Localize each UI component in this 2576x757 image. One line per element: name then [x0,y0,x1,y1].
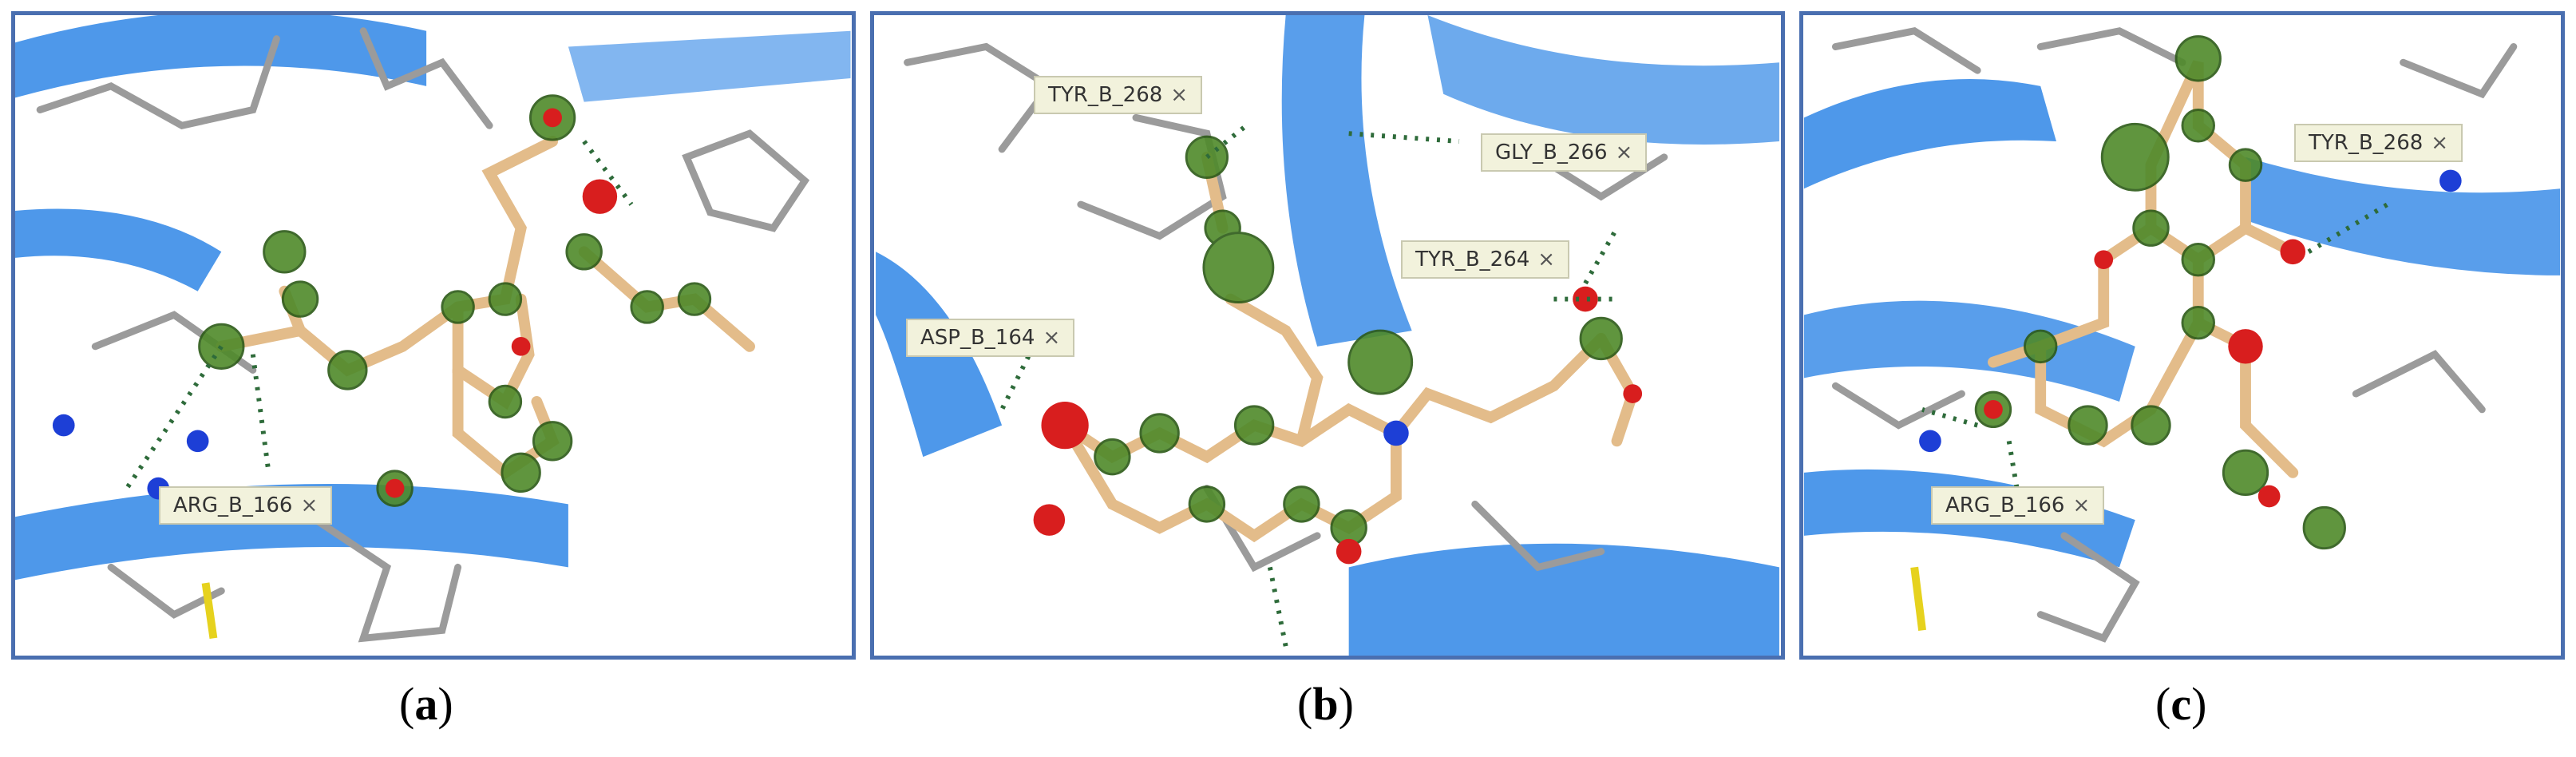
molecular-view-b [876,15,1779,656]
close-icon[interactable]: × [2431,131,2449,155]
molecular-view-a [15,15,851,643]
residue-label-text: ARG_B_166 [1945,493,2065,517]
ribbon-shape [1348,543,1779,656]
nitrogen-atom [1383,420,1409,446]
pharmacophore-spheres [1094,135,1623,547]
panel-a-caption: (a) [399,678,453,730]
close-icon[interactable]: × [1170,83,1189,107]
pharmacophore-spheres [198,94,712,507]
oxygen-atoms [1033,286,1643,565]
residue-label-text: TYR_B_264 [1415,248,1530,271]
residue-label-text: TYR_B_268 [2309,131,2424,155]
molecular-view-c [1803,27,2561,643]
residue-label-asp-b-164: ASP_B_164 × [906,319,1075,357]
ribbon-shape [15,484,568,581]
ribbon-shape [1427,15,1779,145]
residue-label-text: ASP_B_164 [920,326,1035,350]
residue-label-gly-b-266: GLY_B_266 × [1481,133,1648,172]
residue-label-text: GLY_B_266 [1495,141,1608,164]
close-icon[interactable]: × [300,493,319,517]
pharmacophore-spheres [1974,35,2346,550]
close-icon[interactable]: × [2072,493,2091,517]
close-icon[interactable]: × [1537,248,1556,271]
ribbon-shape [15,15,427,98]
residue-label-tyr-b-268: TYR_B_268 × [2294,124,2463,162]
sulfur-bond [201,582,218,639]
residue-label-arg-b-166: ARG_B_166 × [1931,486,2105,525]
residue-label-text: ARG_B_166 [173,493,293,517]
panel-b-caption: (b) [1297,678,1354,730]
residue-label-tyr-b-268: TYR_B_268 × [1034,76,1203,114]
panel-b-image: TYR_B_268 × GLY_B_266 × TYR_B_264 × ASP_B_1… [870,11,1785,660]
ribbon-shape [2246,157,2561,275]
close-icon[interactable]: × [1615,141,1633,164]
panel-a-image: ARG_B_166 × [11,11,856,660]
hbond-lines [125,140,634,490]
residue-label-arg-b-166: ARG_B_166 × [159,486,333,525]
sulfur-bond [1910,566,1926,632]
ribbon-shape [15,208,222,291]
panel-c-image: TYR_B_268 × ARG_B_166 × [1799,11,2565,660]
oxygen-atoms [385,108,618,498]
close-icon[interactable]: × [1043,326,1061,350]
residue-label-text: TYR_B_268 [1048,83,1163,107]
protein-sticks [1831,27,2518,643]
ribbon-shape [568,30,851,102]
hbond-lines [1921,202,2389,489]
oxygen-atoms [1984,239,2306,508]
ribbon-shape [1803,300,2135,402]
ribbon-shape [1281,15,1412,347]
residue-label-tyr-b-264: TYR_B_264 × [1401,240,1570,279]
panel-c-caption: (c) [2155,678,2207,730]
ribbon-shape [1803,79,2056,189]
